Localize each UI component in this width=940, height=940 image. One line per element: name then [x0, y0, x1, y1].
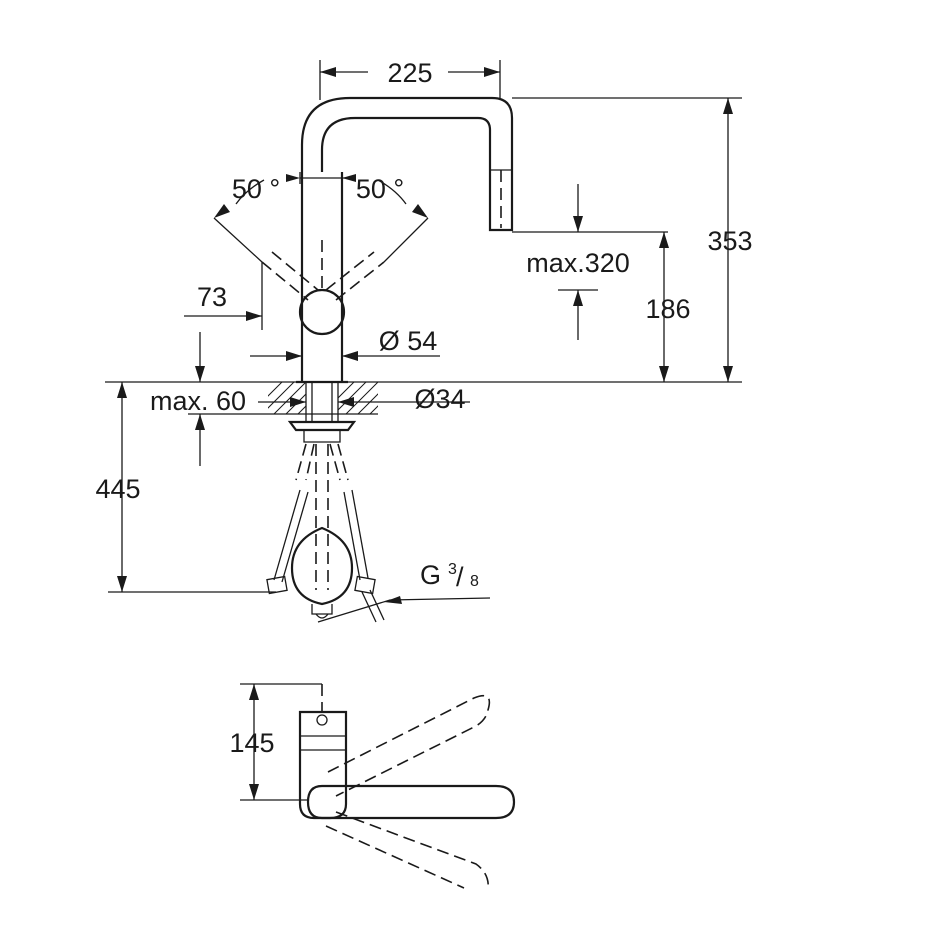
swivel-left-label: 50 °	[232, 174, 280, 204]
thread-numerator: 3	[448, 561, 457, 578]
swivel-right-label: 50 °	[356, 174, 404, 204]
faucet-top-view	[298, 684, 516, 891]
top-view-lever-swivel-up	[327, 694, 491, 797]
top-view-lever	[306, 784, 516, 820]
dim-heights: 353 186 max.320	[512, 97, 753, 382]
lever-swivel-right	[325, 251, 385, 301]
hose-connector-left	[266, 575, 288, 595]
threaded-shank	[305, 381, 339, 423]
body-diameter-label: Ø 54	[379, 326, 438, 356]
supply-hoses	[266, 443, 385, 623]
dim-hose-length: 445	[95, 382, 276, 593]
thread-label: G	[420, 560, 441, 590]
dim-swivel-angle: 50 ° 50 °	[213, 172, 429, 263]
hole-diameter-label: Ø34	[414, 384, 465, 414]
dim-spout-reach: 225	[319, 58, 501, 100]
dim-counter-thickness: max. 60	[150, 332, 268, 466]
lever-height-label: 186	[645, 294, 690, 324]
outlet-height-label: max.320	[526, 248, 630, 278]
lever-knob	[298, 288, 346, 336]
hose-weight	[290, 526, 354, 606]
top-view-lever-swivel-down	[325, 811, 490, 891]
dim-hole-diameter: Ø34	[258, 384, 470, 414]
thread-denominator: 8	[470, 573, 479, 590]
hose-connector-right	[354, 575, 376, 595]
counter-thickness-label: max. 60	[150, 386, 246, 416]
lever-swivel-left	[261, 251, 319, 301]
top-view-depth-label: 145	[229, 728, 274, 758]
mounting-nut	[287, 420, 357, 432]
hose-length-label: 445	[95, 474, 140, 504]
lever-offset-label: 73	[197, 282, 227, 312]
spout-outer	[300, 96, 514, 232]
dim-connection-thread: G 3 / 8	[317, 560, 491, 623]
top-view-spray-outlet	[316, 714, 328, 726]
spout-reach-label: 225	[387, 58, 432, 88]
thread-slash: /	[456, 562, 464, 592]
dim-lever-offset: 73	[184, 262, 263, 330]
dim-body-diameter: Ø 54	[250, 326, 440, 361]
total-height-label: 353	[707, 226, 752, 256]
dim-top-view-depth: 145	[229, 683, 322, 801]
